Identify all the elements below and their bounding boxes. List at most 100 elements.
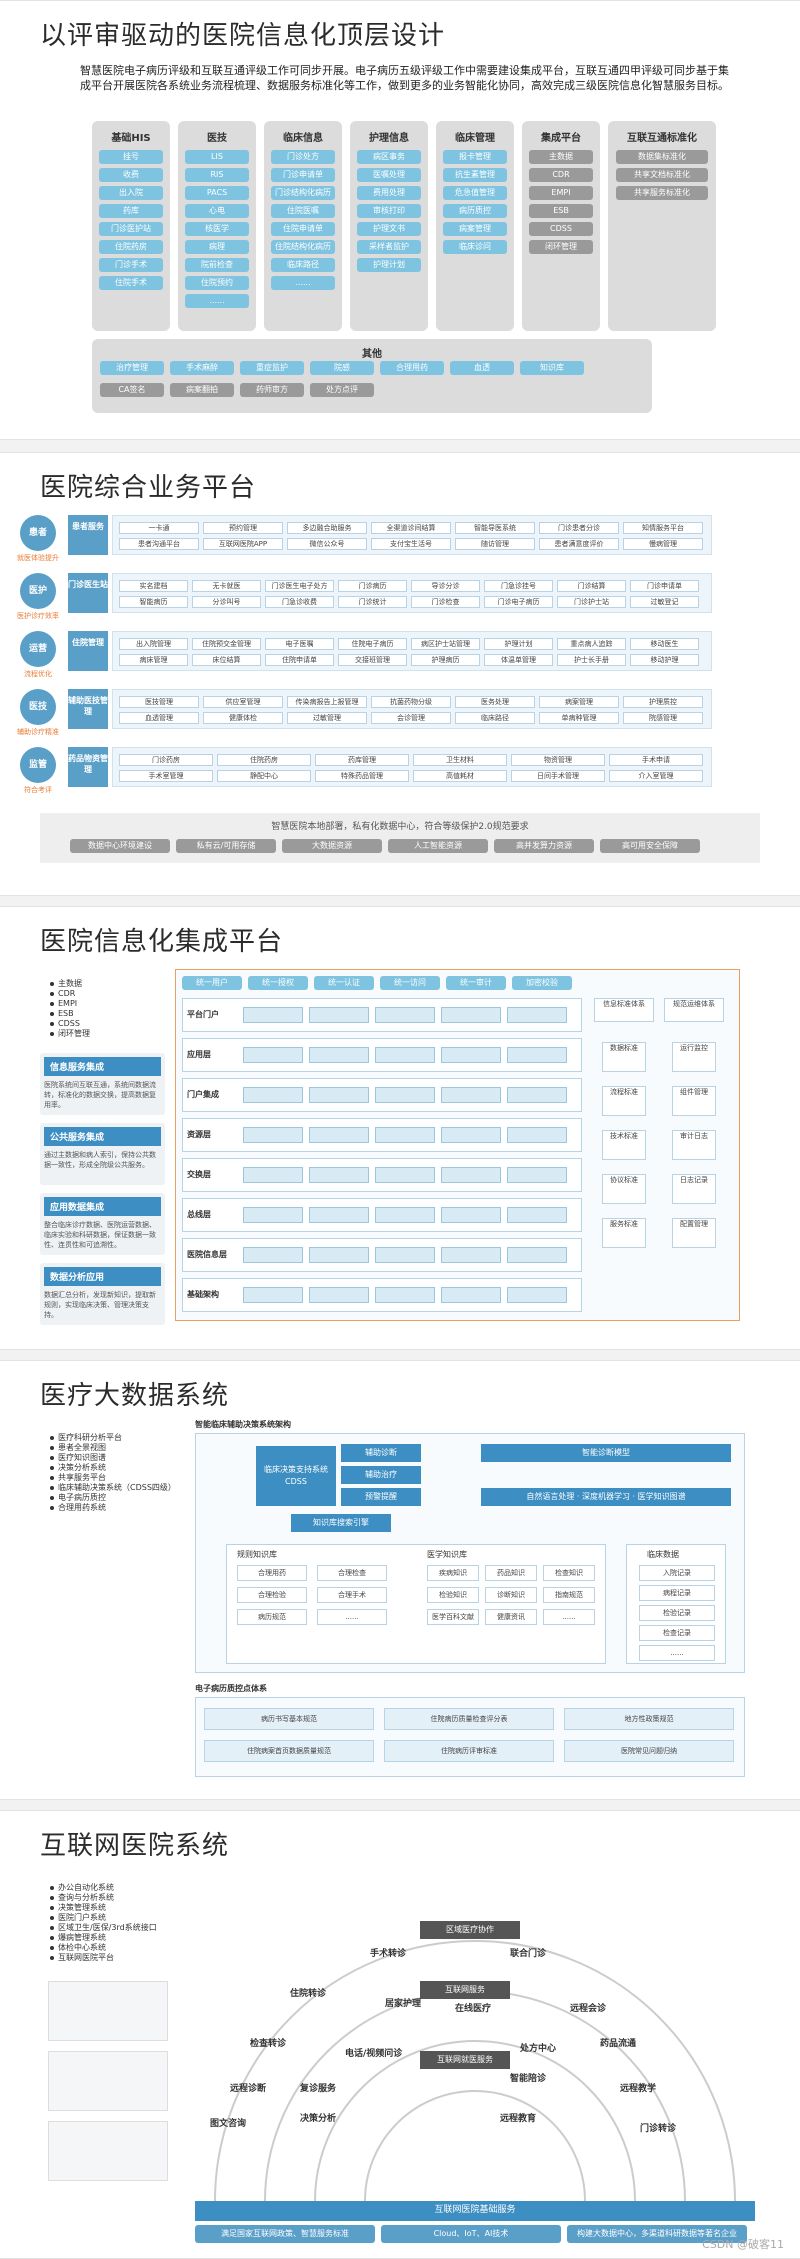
row-item: 医技管理 — [119, 696, 199, 708]
row-item: 出入院管理 — [119, 638, 188, 650]
row-item: 血透管理 — [119, 712, 199, 724]
row-item: 住院电子病历 — [338, 638, 407, 650]
column-title: 医技 — [207, 133, 227, 144]
system-item: 出入院 — [99, 186, 163, 200]
row-item: 移动医生 — [630, 638, 699, 650]
system-item: 门诊手术 — [99, 258, 163, 272]
emr-qc: 病历书写基本规范住院病历质量检查评分表地方性政策规范住院病案首页数据质量规范住院… — [195, 1697, 745, 1777]
list-item: 临床辅助决策系统（CDSS四级） — [48, 1483, 176, 1493]
slide-big-data: 医疗大数据系统 医疗科研分析平台患者全景视图医疗知识图谱决策分析系统共享服务平台… — [0, 1360, 800, 1800]
layer-block — [441, 1127, 501, 1143]
layer-block — [507, 1007, 567, 1023]
security-row: 统一用户统一授权统一认证统一访问统一审计加密校验 — [182, 976, 572, 990]
other-item: 院感 — [310, 361, 374, 375]
layer-block — [441, 1287, 501, 1303]
system-item: 护理文书 — [357, 222, 421, 236]
layer-block — [441, 1047, 501, 1063]
system-item: 病区事务 — [357, 150, 421, 164]
watermark: CSDN @破客11 — [702, 2238, 784, 2251]
row-item: 日间手术管理 — [511, 770, 605, 782]
emr-item: 住院病历评审标准 — [384, 1740, 554, 1762]
kb-rule-item: 合理手术 — [317, 1587, 387, 1603]
kb-med-item: 健康资讯 — [485, 1609, 537, 1625]
row-icon: 运营 — [20, 631, 56, 667]
row-item: 护理计划 — [484, 638, 553, 650]
column-title: 基础HIS — [111, 133, 151, 144]
page-title: 医院信息化集成平台 — [40, 927, 284, 957]
base-items: 数据中心环境建设私有云/可用存储大数据资源人工智能资源高并发算力资源高可用安全保… — [70, 839, 700, 853]
row-item: 传染病报告上报管理 — [287, 696, 367, 708]
row-item: 移动护理 — [630, 654, 699, 666]
row-item: 护士长手册 — [557, 654, 626, 666]
row-item: 门诊统计 — [338, 596, 407, 608]
row-item: 药库管理 — [315, 754, 409, 766]
row-caption: 就医体验提升 — [17, 554, 59, 562]
knowledge-base: 规则知识库 合理用药合理检查合理检验合理手术病历规范...... 医学知识库 疾… — [226, 1544, 606, 1664]
system-item: 住院结构化病历 — [271, 240, 335, 254]
row-body: 医技管理供应室管理传染病报告上报管理抗菌药物分级医务处理病案管理护理质控血透管理… — [112, 689, 712, 729]
row-icon: 患者 — [20, 515, 56, 551]
layer-block — [375, 1247, 435, 1263]
screenshot-thumb-2 — [48, 2051, 168, 2111]
layer-name: 总线层 — [187, 1210, 211, 1219]
row-item: 患者满意度评价 — [539, 538, 619, 550]
system-item: 门诊处方 — [271, 150, 335, 164]
cdss-diagram: 临床决策支持系统 CDSS 辅助诊断 辅助治疗 预警提醒 知识库搜索引擎 智能诊… — [195, 1433, 745, 1673]
emr-item: 地方性政策规范 — [564, 1708, 734, 1730]
row-item: 重点病人追踪 — [557, 638, 626, 650]
layer-block — [441, 1007, 501, 1023]
system-item: 住院申请单 — [271, 222, 335, 236]
list-item: 医疗知识图谱 — [48, 1453, 176, 1463]
row-item: 智能病历 — [119, 596, 188, 608]
row-item: 无卡就医 — [192, 580, 261, 592]
layer-block — [243, 1047, 303, 1063]
row-caption: 辅助诊疗精准 — [17, 728, 59, 736]
row-item: 智能导医系统 — [455, 522, 535, 534]
row-item: 单病种管理 — [539, 712, 619, 724]
system-item: 危急值管理 — [443, 186, 507, 200]
row-item: 过敏管理 — [287, 712, 367, 724]
list-item: 查询与分析系统 — [48, 1893, 157, 1903]
row-item: 多边融合助服务 — [287, 522, 367, 534]
row-caption: 符合考评 — [24, 786, 52, 794]
kb-med-item: ...... — [543, 1609, 595, 1625]
layer-block — [243, 1127, 303, 1143]
ring-label: 住院转诊 — [290, 1989, 327, 1999]
clinic-item: 入院记录 — [639, 1565, 715, 1581]
row-item: 会诊管理 — [371, 712, 451, 724]
system-item: 住院药房 — [99, 240, 163, 254]
box-text: 数据汇总分析，发现新知识，提取新规则，实现临床决策、管理决策支持。 — [44, 1291, 156, 1319]
other-item: 病案翻拍 — [170, 383, 234, 397]
row-item: 抗菌药物分级 — [371, 696, 451, 708]
row-label: 住院管理 — [68, 631, 108, 671]
row-item: 门诊医生电子处方 — [265, 580, 334, 592]
layer-name: 基础架构 — [187, 1290, 219, 1299]
row-item: 随访管理 — [455, 538, 535, 550]
system-item: ...... — [271, 276, 335, 290]
layer-block — [375, 1207, 435, 1223]
kb-rule-item: 合理检查 — [317, 1565, 387, 1581]
layer-block — [375, 1047, 435, 1063]
page-title: 互联网医院系统 — [40, 1831, 230, 1861]
row-caption: 医护诊疗效率 — [17, 612, 59, 620]
ring-box: 区域医疗协作 — [420, 1921, 520, 1939]
base-item: 构建大数据中心，多渠道科研数据等著名企业 — [567, 2225, 747, 2243]
box-text: 医院系统间互联互通，系统间数据流转，标准化的数据交换，提高数据复用率。 — [44, 1081, 156, 1109]
other-item: CA签名 — [100, 383, 164, 397]
security-item: 加密校验 — [512, 976, 572, 990]
row-item: 门急诊挂号 — [484, 580, 553, 592]
row-body: 一卡通预约管理多边融合助服务全渠道诊间结算智能导医系统门诊患者分诊知情服务平台患… — [112, 515, 712, 555]
row-item: 护理质控 — [623, 696, 703, 708]
intro-paragraph: 智慧医院电子病历评级和互联互通评级工作可同步开展。电子病历五级评级工作中需要建设… — [80, 64, 729, 92]
box-heading: 应用数据集成 — [44, 1197, 161, 1216]
column-title: 护理信息 — [369, 133, 409, 144]
row-item: 住院预交金管理 — [192, 638, 261, 650]
row-body: 门诊药房住院药房药库管理卫生材料物资管理手术申请手术室管理静配中心特殊药品管理高… — [112, 747, 712, 787]
list-item: 互联网医院平台 — [48, 1953, 157, 1963]
ai-models: 智能诊断模型 — [481, 1444, 731, 1462]
other-item: 合理用药 — [380, 361, 444, 375]
system-item: CDR — [529, 168, 593, 182]
